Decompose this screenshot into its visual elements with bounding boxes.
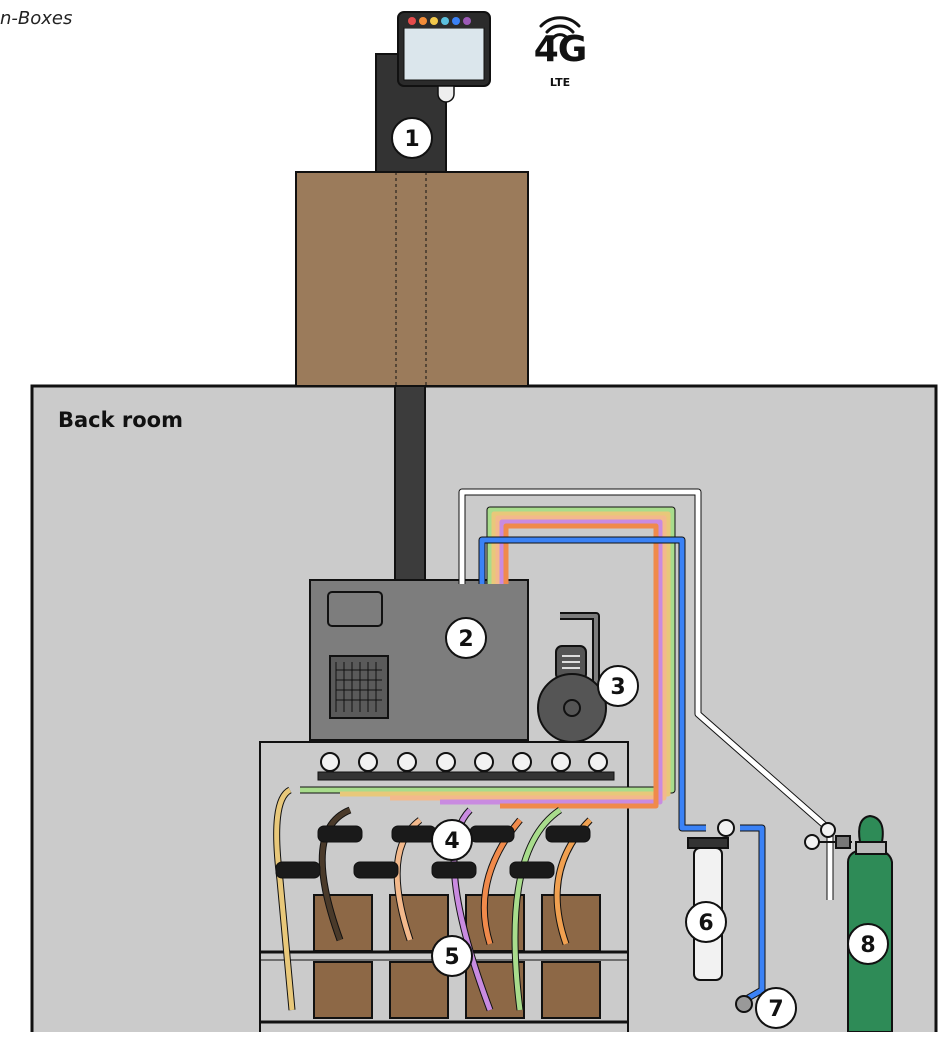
caption-text: n-Boxes [0,8,73,29]
drain-tap [735,995,753,1013]
callout-8: 8 [847,923,889,965]
stand-pole [394,383,426,585]
callout-5: 5 [431,935,473,977]
cardboard-box [295,171,529,387]
callout-4: 4 [431,819,473,861]
tablet-device [397,11,491,103]
pressure-gauge-icons [320,752,608,772]
network-label: 4G [533,29,588,70]
gauge-manifold [317,771,615,781]
svg-text:1: 1 [404,127,419,152]
keg-couplers [275,825,591,879]
cooler-grille [335,662,382,712]
network-sublabel: LTE [549,76,571,89]
wifi-signal-icon [539,16,581,40]
co2-cylinder [847,814,893,1033]
callout-2: 2 [445,617,487,659]
svg-text:6: 6 [698,911,713,936]
svg-text:3: 3 [610,675,625,700]
callout-6: 6 [685,901,727,943]
co2-regulator [804,822,852,850]
svg-text:4: 4 [444,829,459,854]
callout-7: 7 [755,987,797,1029]
pump-unit [537,612,607,743]
room-label: Back room [58,408,183,432]
callout-3: 3 [597,665,639,707]
svg-text:7: 7 [768,997,783,1022]
svg-text:8: 8 [860,933,875,958]
cooler-unit [309,579,529,741]
svg-text:2: 2 [458,627,473,652]
svg-text:5: 5 [444,945,459,970]
callout-1: 1 [391,117,433,159]
